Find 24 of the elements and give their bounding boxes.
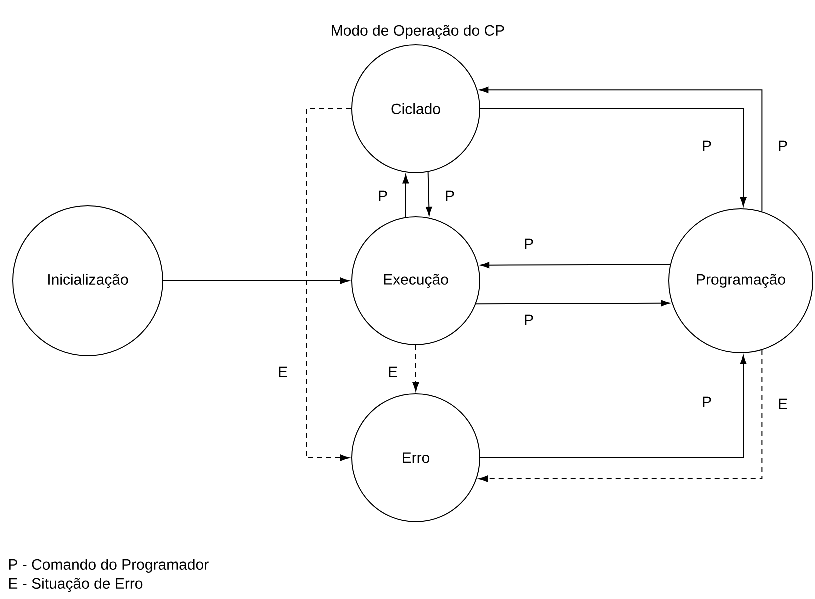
- arrow: [426, 172, 432, 216]
- edge-label: E: [279, 366, 288, 378]
- arrow: [480, 262, 671, 269]
- arrow: [412, 345, 420, 392]
- arrow: [306, 108, 352, 462]
- edge-label: P: [525, 314, 534, 326]
- edge-label: P: [379, 190, 388, 202]
- arrow: [480, 86, 763, 212]
- edge-label: P: [703, 396, 712, 408]
- legend-note: E - Situação de Erro: [9, 578, 143, 592]
- arrow: [402, 174, 410, 218]
- edge-label: P: [779, 140, 788, 152]
- edge-label: P: [525, 238, 534, 250]
- arrow: [163, 278, 350, 284]
- arrow: [476, 300, 670, 307]
- title: Modo de Operação do CP: [332, 24, 504, 40]
- edge-label: P: [446, 190, 454, 202]
- edge-label: E: [389, 366, 398, 378]
- edge-label: P: [703, 140, 712, 152]
- arrow: [480, 355, 747, 458]
- arrow: [478, 350, 763, 482]
- legend-note: P - Comando do Programador: [9, 559, 209, 573]
- arrow: [480, 108, 747, 207]
- edge-label: E: [779, 398, 788, 410]
